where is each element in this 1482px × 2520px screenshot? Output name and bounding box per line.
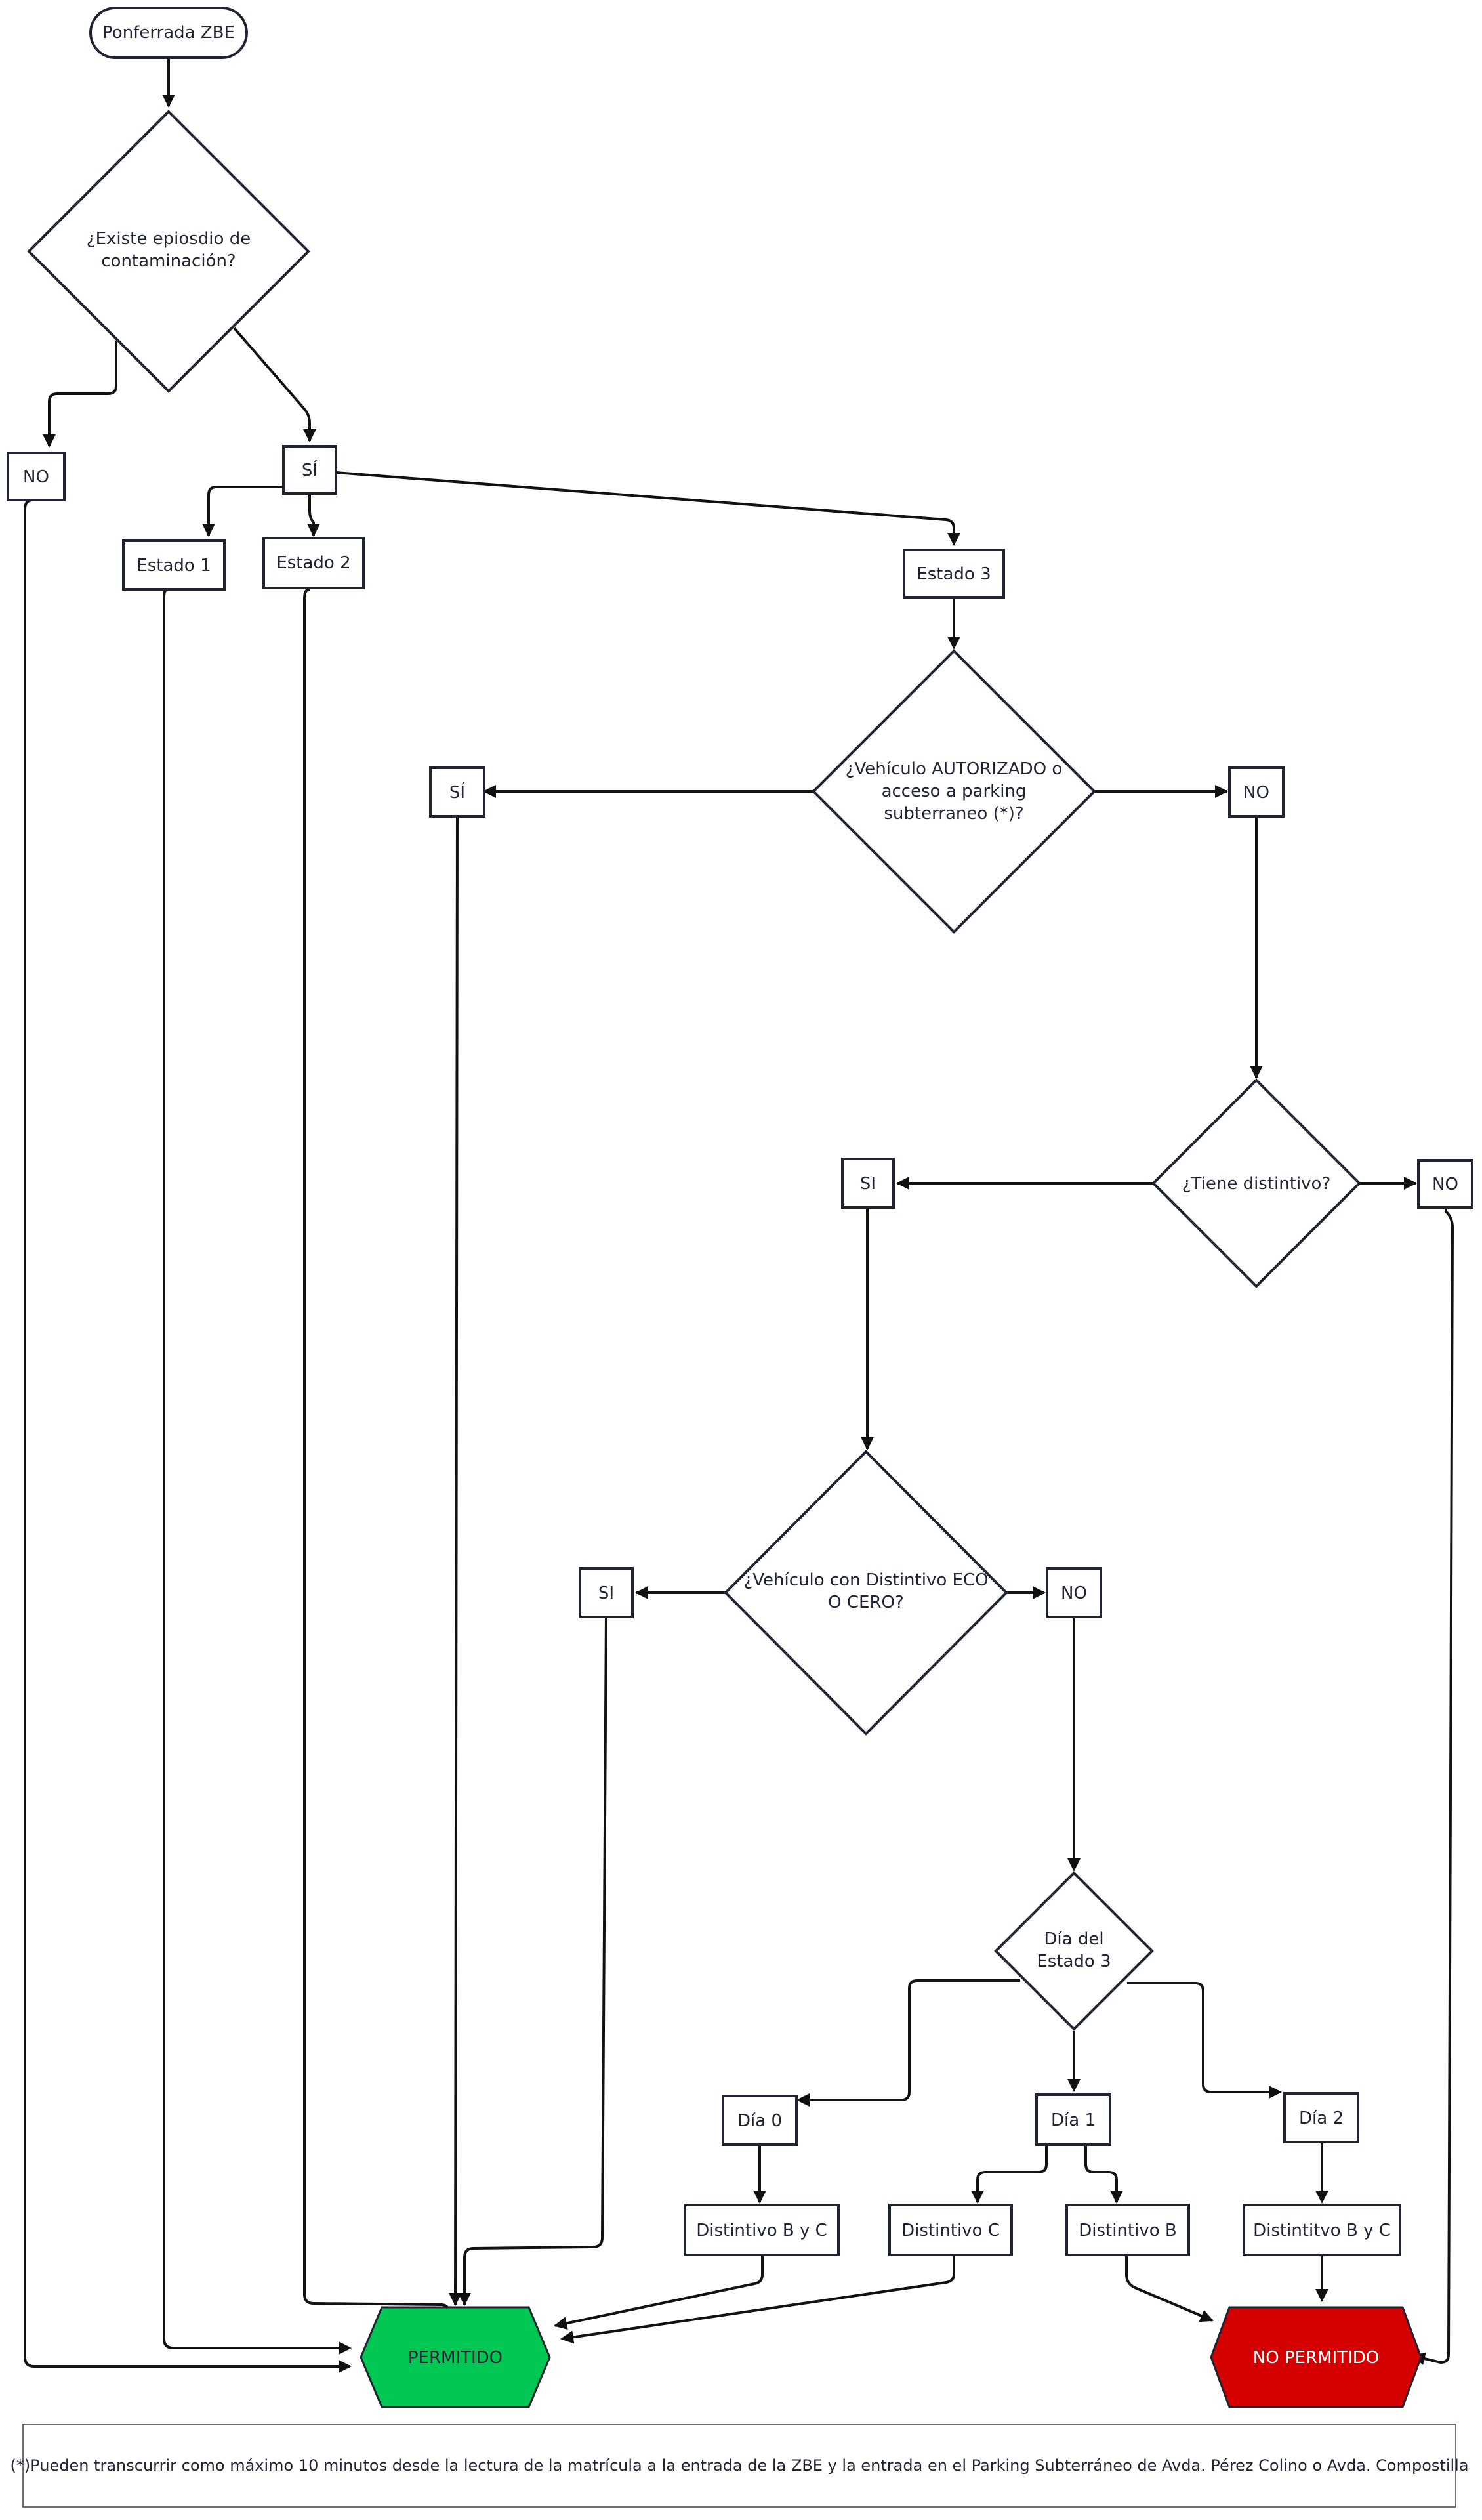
dia0-label: Día 0 <box>737 2111 782 2131</box>
no-autorizado-label: NO <box>1243 783 1269 803</box>
decision-autorizado: ¿Vehículo AUTORIZADO o acceso a parking … <box>812 649 1096 934</box>
decision-dia-line-1: Día del <box>1044 1929 1103 1949</box>
node-estado2: Estado 2 <box>262 537 365 589</box>
decision-eco-line-2: O CERO? <box>828 1593 904 1612</box>
no-contaminacion-label: NO <box>23 467 49 487</box>
node-si-autorizado: SÍ <box>429 766 485 818</box>
edge-eco-si-to-permitido <box>458 1616 607 2306</box>
decision-distintivo-label: ¿Tiene distintivo? <box>1182 1174 1331 1194</box>
dist-c-label: Distintivo C <box>901 2221 1000 2240</box>
decision-autorizado-line-1: ¿Vehículo AUTORIZADO o <box>846 759 1063 779</box>
edge-b-to-nopermitido <box>1125 2255 1214 2322</box>
edge-byc0-to-permitido <box>554 2255 764 2330</box>
decision-contaminacion-line-2: contaminación? <box>101 251 236 271</box>
decision-dia-line-2: Estado 3 <box>1037 1952 1111 1971</box>
dist-b-label: Distintivo B <box>1079 2221 1177 2240</box>
edge-c-to-permitido <box>560 2255 955 2344</box>
no-distintivo-label: NO <box>1432 1175 1458 1194</box>
edges <box>24 58 1454 2373</box>
edge-dia1-to-c <box>971 2145 1048 2204</box>
edge-no-contaminacion-to-permitido <box>24 499 352 2373</box>
si-contaminacion-label: SÍ <box>302 459 318 480</box>
edge-dia1-to-b <box>1084 2145 1123 2204</box>
terminal-permitido: PERMITIDO <box>360 2306 551 2408</box>
dia1-label: Día 1 <box>1051 2110 1096 2130</box>
si-eco-label: SI <box>598 1584 614 1603</box>
dist-byc-0-label: Distintivo B y C <box>696 2221 827 2240</box>
node-dia2: Día 2 <box>1283 2092 1359 2143</box>
node-si-distintivo: SI <box>841 1158 895 1209</box>
node-dia0: Día 0 <box>722 2095 798 2146</box>
node-no-eco: NO <box>1046 1567 1102 1618</box>
node-no-autorizado: NO <box>1228 766 1285 818</box>
decision-autorizado-line-3: subterraneo (*)? <box>884 804 1023 824</box>
si-autorizado-label: SÍ <box>449 782 465 803</box>
edge-question-to-no <box>43 341 117 448</box>
node-estado1: Estado 1 <box>122 539 226 591</box>
edge-autorizado-si-to-permitido <box>449 816 463 2306</box>
edge-si-to-estado3 <box>335 471 960 546</box>
decision-autorizado-line-2: acceso a parking <box>882 782 1027 801</box>
no-permitido-label: NO PERMITIDO <box>1253 2348 1380 2368</box>
node-no-distintivo: NO <box>1417 1159 1473 1209</box>
footnote: (*)Pueden transcurrir como máximo 10 min… <box>10 2424 1469 2508</box>
decision-eco-line-1: ¿Vehículo con Distintivo ECO <box>743 1570 988 1590</box>
edge-si-to-estado2 <box>307 494 320 537</box>
decision-eco: ¿Vehículo con Distintivo ECO O CERO? <box>724 1450 1008 1736</box>
decision-contaminacion-line-1: ¿Existe epiosdio de <box>87 229 251 249</box>
decision-contaminacion: ¿Existe epiosdio de contaminación? <box>27 110 310 393</box>
start-label: Ponferrada ZBE <box>102 23 235 43</box>
node-dist-byc-0: Distintivo B y C <box>684 2204 840 2256</box>
si-distintivo-label: SI <box>860 1174 876 1194</box>
edge-dia-to-dia2 <box>1127 1982 1282 2099</box>
node-dia1: Día 1 <box>1035 2093 1111 2146</box>
node-dist-b: Distintivo B <box>1065 2204 1190 2256</box>
estado3-label: Estado 3 <box>916 564 991 584</box>
no-eco-label: NO <box>1061 1584 1087 1603</box>
edge-no-distintivo-to-nopermitido <box>1412 1208 1454 2365</box>
terminal-no-permitido: NO PERMITIDO <box>1210 2306 1422 2408</box>
estado1-label: Estado 1 <box>136 556 211 576</box>
edge-estado1-to-permitido <box>163 588 352 2355</box>
node-dist-c: Distintivo C <box>888 2204 1013 2256</box>
dia2-label: Día 2 <box>1299 2109 1344 2128</box>
node-si-contaminacion: SÍ <box>282 445 337 495</box>
edge-estado2-to-permitido <box>303 588 455 2319</box>
edge-si-to-estado1 <box>202 486 283 537</box>
node-estado3: Estado 3 <box>903 549 1005 598</box>
node-start: Ponferrada ZBE <box>89 7 248 59</box>
node-si-eco: SI <box>579 1567 634 1618</box>
permitido-label: PERMITIDO <box>408 2348 503 2368</box>
node-dist-byc-2: Distintitvo B y C <box>1243 2204 1401 2256</box>
node-no-contaminacion: NO <box>7 452 66 501</box>
decision-dia: Día del Estado 3 <box>994 1871 1154 2031</box>
estado2-label: Estado 2 <box>276 553 350 573</box>
decision-distintivo: ¿Tiene distintivo? <box>1151 1078 1361 1288</box>
edge-dia-to-dia0 <box>796 1979 1020 2107</box>
edge-question-to-si <box>233 327 316 442</box>
dist-byc-2-label: Distintitvo B y C <box>1253 2221 1391 2240</box>
